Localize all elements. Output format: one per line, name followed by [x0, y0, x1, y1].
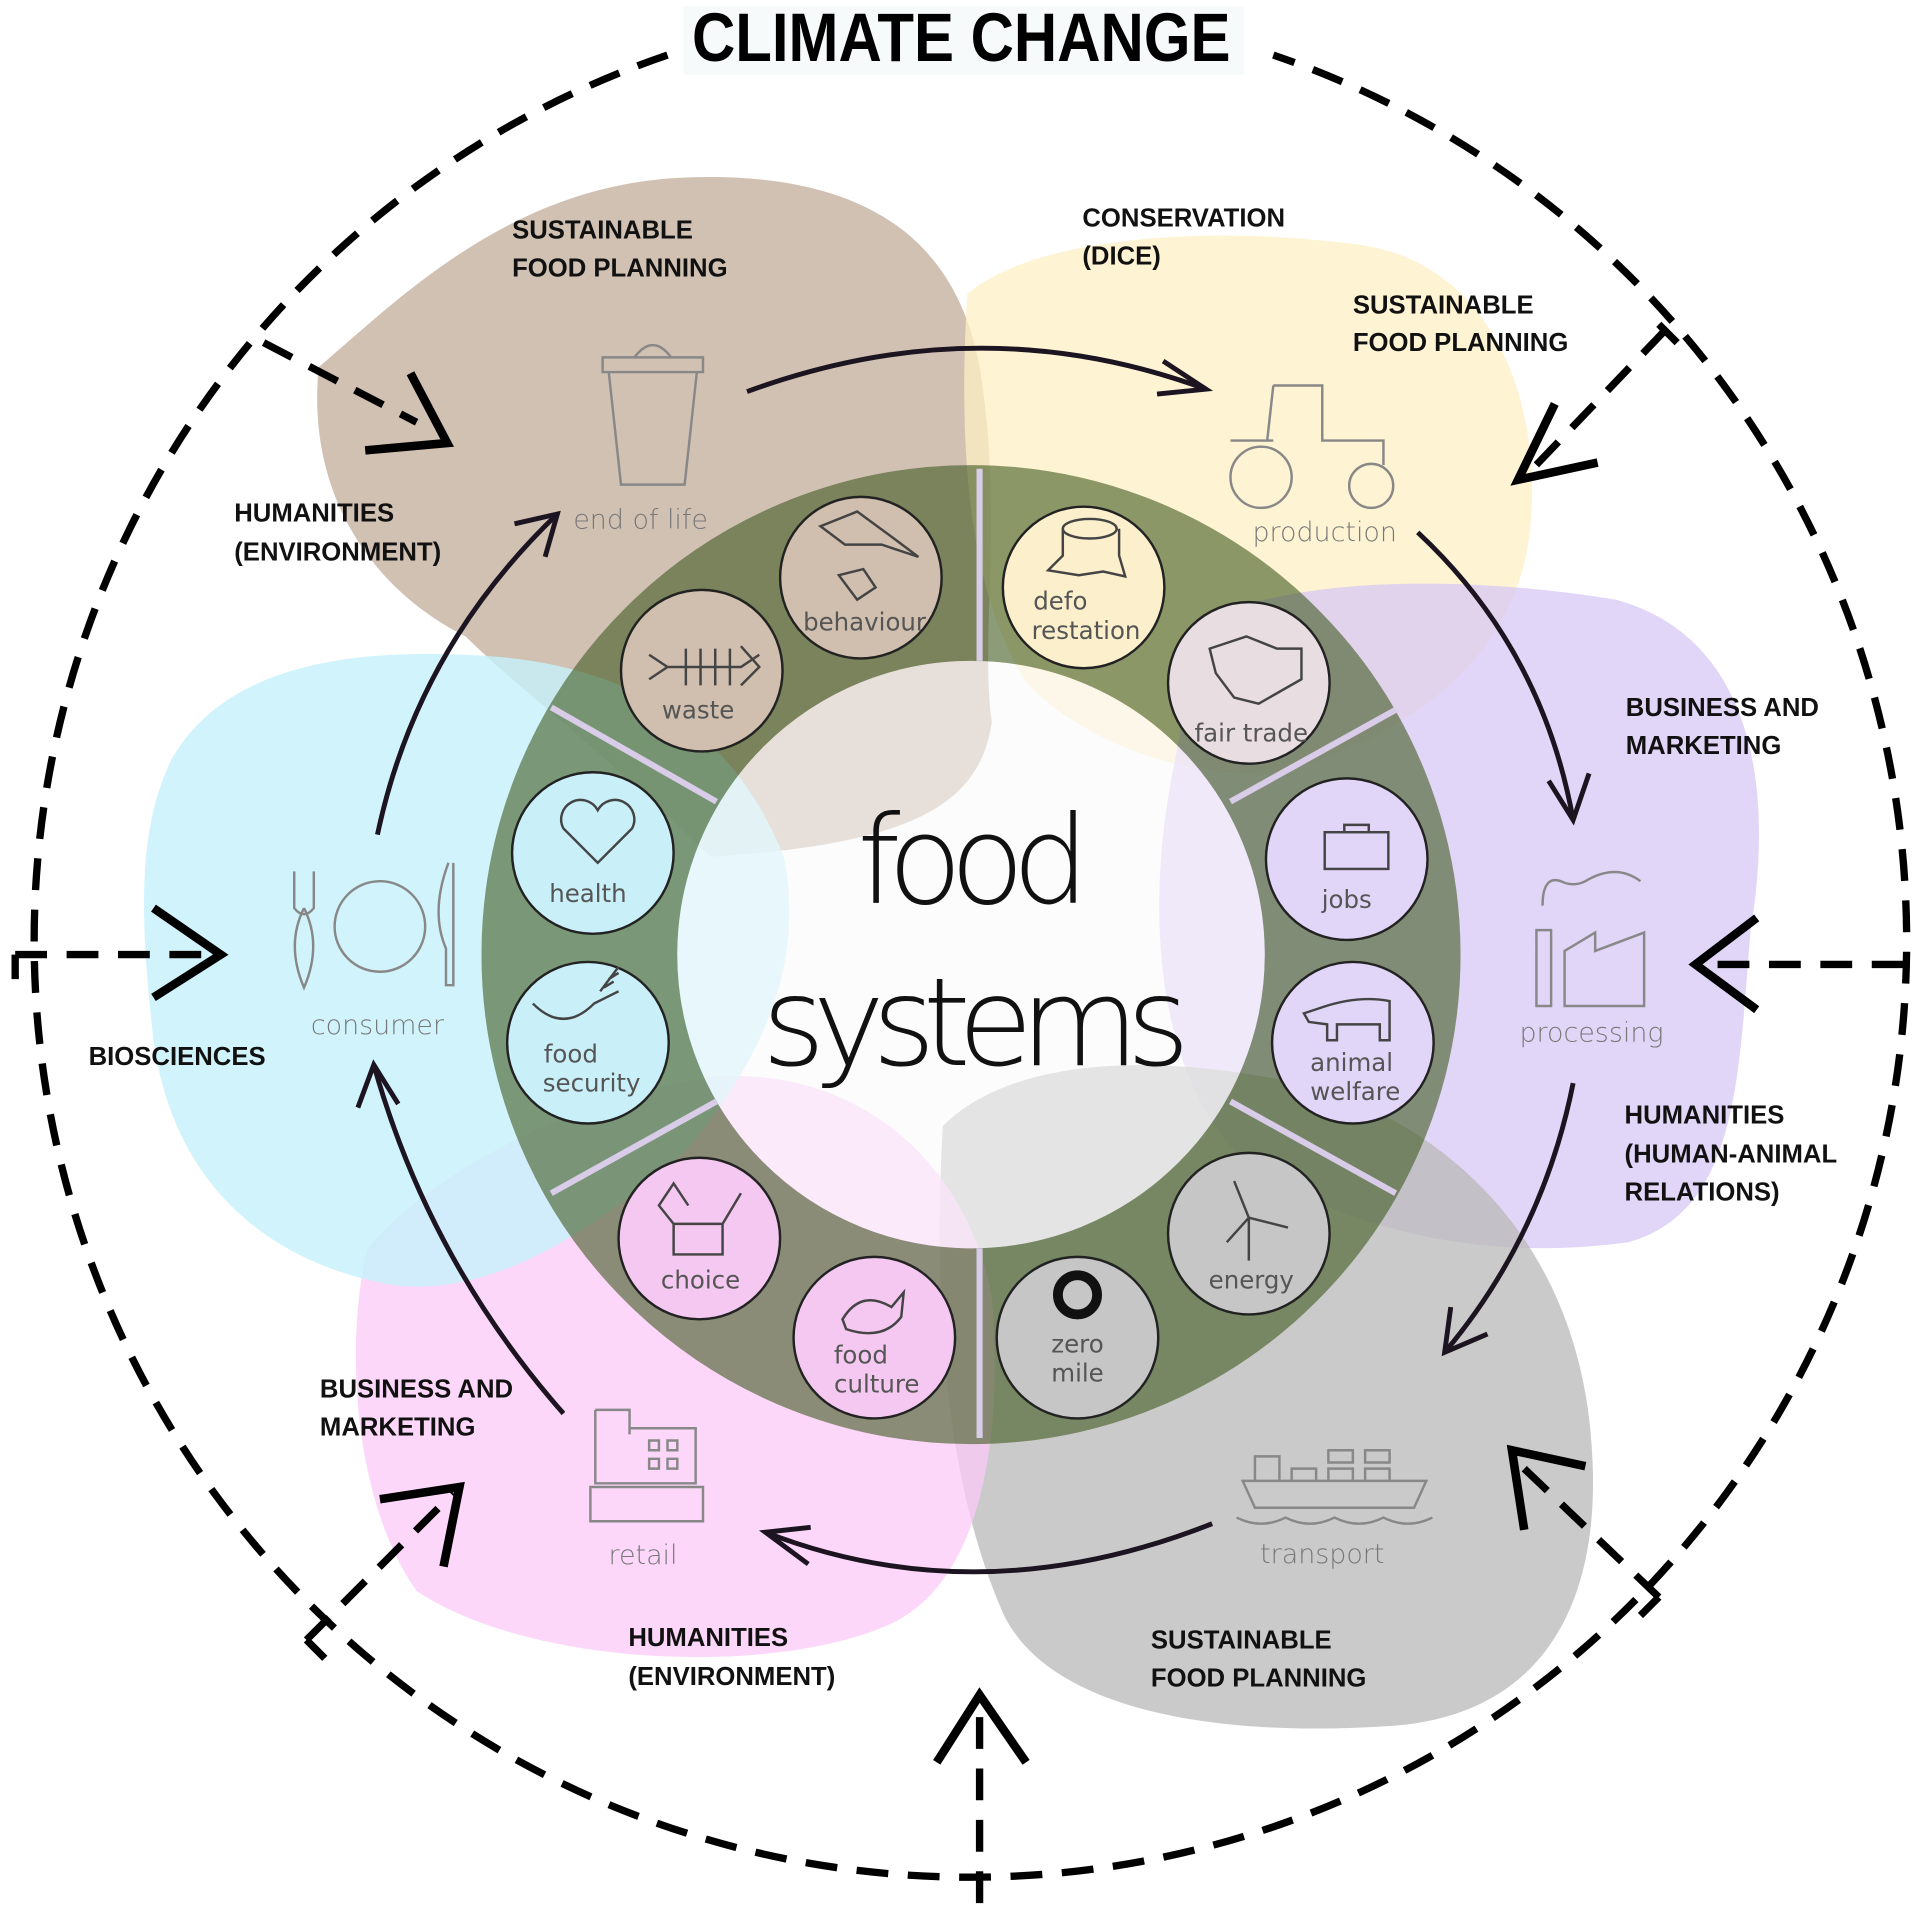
ring-dividers: [549, 468, 1398, 1439]
item-choice: choice: [617, 1156, 782, 1321]
discipline-label: FOOD PLANNING: [512, 255, 727, 283]
discipline-label: RELATIONS): [1625, 1179, 1780, 1207]
item-jobs: jobs: [1264, 777, 1429, 942]
item-label: fair trade: [1195, 719, 1308, 748]
climate-arrows: [11, 321, 1904, 1904]
zero-icon: [1053, 1270, 1102, 1320]
outer-dashed-circle: [30, 51, 1911, 1881]
discipline-label: MARKETING: [320, 1414, 476, 1442]
discipline-label: MARKETING: [1626, 732, 1782, 760]
stage-label: processing: [1519, 1017, 1663, 1048]
hand-icon: [818, 510, 920, 602]
discipline-label: BUSINESS AND: [320, 1376, 513, 1404]
item-label: food: [544, 1039, 598, 1068]
heart-icon: [559, 798, 636, 865]
open-box-icon: [657, 1181, 742, 1256]
discipline-label: SUSTAINABLE: [1353, 291, 1534, 319]
item-health: health: [510, 771, 675, 936]
flow-arrows: [355, 345, 1592, 1575]
hand-with-grain-icon: [532, 966, 620, 1020]
fork-knife-icon: [293, 862, 455, 991]
item-label: behaviour: [803, 607, 927, 636]
trash-bin-icon: [601, 343, 705, 486]
plate-icon: [333, 879, 427, 973]
discipline-label: FOOD PLANNING: [1151, 1664, 1366, 1692]
item-food-security: food security: [505, 960, 670, 1125]
item-waste: waste: [619, 588, 784, 753]
stage-label: consumer: [311, 1010, 445, 1041]
discipline-label: CONSERVATION: [1082, 204, 1285, 232]
stage-end-of-life: end of life: [573, 343, 708, 536]
discipline-label: (ENVIRONMENT): [628, 1663, 835, 1691]
item-zero-mile: zero mile: [995, 1255, 1160, 1420]
title-background: [683, 6, 1244, 75]
item-label: health: [549, 879, 626, 908]
discipline-label: SUSTAINABLE: [1151, 1627, 1332, 1655]
item-label: food: [834, 1340, 888, 1369]
handshake-icon: [1208, 635, 1303, 706]
wind-turbine-icon: [1225, 1180, 1289, 1261]
fish-icon: [841, 1288, 906, 1335]
item-label: zero: [1051, 1329, 1103, 1358]
item-deforestation: defo restation: [1001, 505, 1166, 670]
tree-stump-icon: [1045, 517, 1127, 579]
discipline-label: (HUMAN-ANIMAL: [1625, 1141, 1838, 1169]
item-label: waste: [662, 695, 734, 724]
stage-retail: retail: [589, 1408, 705, 1571]
ship-icon: [1236, 1449, 1433, 1525]
item-energy: energy: [1166, 1151, 1331, 1316]
discipline-label: HUMANITIES: [234, 499, 394, 527]
item-label: culture: [834, 1370, 919, 1399]
item-fair-trade: fair trade: [1166, 600, 1331, 765]
cow-icon: [1302, 997, 1391, 1042]
ring: [481, 465, 1461, 1445]
item-label: restation: [1032, 616, 1141, 645]
factory-icon: [1535, 870, 1646, 1008]
item-label: mile: [1051, 1359, 1104, 1388]
item-animal-welfare: animal welfare: [1270, 960, 1435, 1125]
discipline-label: BIOSCIENCES: [89, 1043, 266, 1071]
center-disc: [677, 660, 1265, 1249]
discipline-label: HUMANITIES: [1625, 1101, 1785, 1129]
item-label: energy: [1209, 1266, 1294, 1295]
item-label: animal: [1310, 1048, 1393, 1077]
stage-consumer: consumer: [293, 862, 455, 1041]
discipline-label: (ENVIRONMENT): [234, 539, 441, 567]
center-title-systems: systems: [762, 951, 1190, 1094]
item-label: choice: [661, 1266, 740, 1295]
tractor-icon: [1230, 384, 1385, 466]
briefcase-icon: [1323, 830, 1390, 871]
stage-transport: transport: [1236, 1449, 1433, 1570]
title: CLIMATE CHANGE: [692, 0, 1230, 76]
fish-bone-icon: [648, 645, 761, 687]
discipline-label: SUSTAINABLE: [512, 217, 693, 245]
cash-register-icon: [589, 1408, 705, 1523]
discipline-label: HUMANITIES: [628, 1624, 788, 1652]
discipline-label: FOOD PLANNING: [1353, 329, 1568, 357]
item-food-culture: food culture: [792, 1255, 957, 1420]
item-behaviour: behaviour: [778, 495, 943, 660]
item-label: welfare: [1310, 1077, 1400, 1106]
discipline-label: (DICE): [1082, 242, 1160, 270]
stage-label: end of life: [573, 505, 708, 536]
discipline-label: BUSINESS AND: [1626, 694, 1819, 722]
stage-label: retail: [609, 1540, 678, 1571]
stage-production: production: [1229, 384, 1397, 548]
item-label: jobs: [1321, 885, 1372, 914]
stage-processing: processing: [1519, 870, 1664, 1048]
discipline-labels: SUSTAINABLE FOOD PLANNING CONSERVATION (DI…: [89, 204, 1838, 1692]
stage-label: transport: [1260, 1539, 1384, 1570]
stage-label: production: [1252, 517, 1396, 548]
center-title-food: food: [857, 789, 1090, 932]
item-label: defo: [1033, 586, 1087, 615]
item-label: security: [543, 1069, 641, 1098]
